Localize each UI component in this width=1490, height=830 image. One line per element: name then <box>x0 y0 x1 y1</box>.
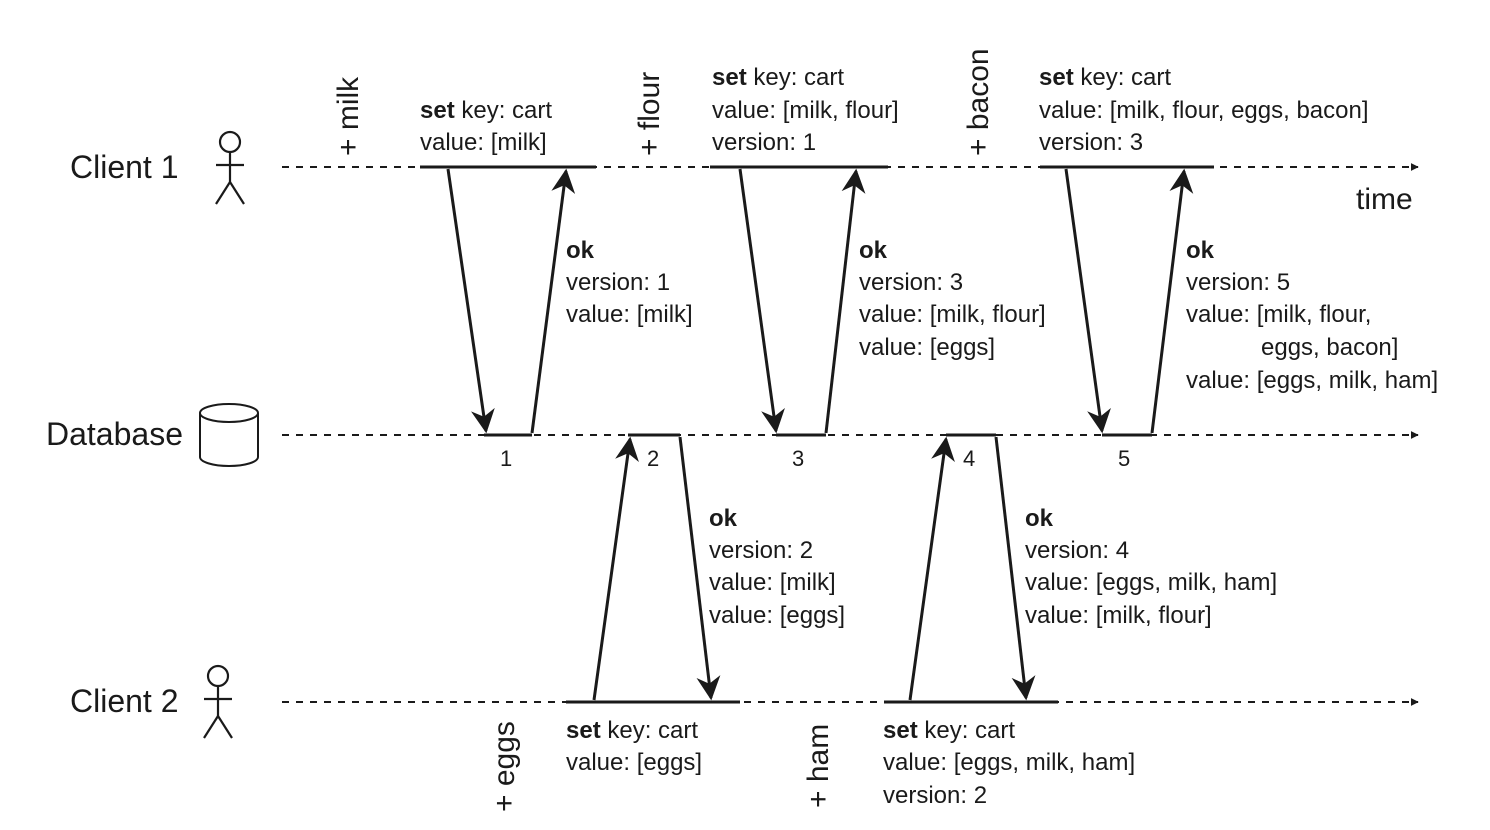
c1-req-2-line3: version: 1 <box>712 129 816 156</box>
resp-5-line1: version: 5 <box>1186 269 1290 296</box>
database-label: Database <box>46 416 183 452</box>
arrow-db-resp-4 <box>994 436 1036 701</box>
db-version-5: 5 <box>1118 446 1130 471</box>
c2-req-2-line2: value: [eggs, milk, ham] <box>883 749 1135 776</box>
arrow-c1-req-2 <box>738 168 785 434</box>
arrow-db-resp-5 <box>1150 168 1194 434</box>
c2-req-2-line1: set key: cart <box>883 717 1015 744</box>
arrow-db-resp-1 <box>530 168 576 434</box>
arrow-db-resp-3 <box>824 168 866 434</box>
c1-req-2-line2: value: [milk, flour] <box>712 97 899 124</box>
arrow-c2-req-2 <box>908 436 955 701</box>
resp-1-line1: version: 1 <box>566 269 670 296</box>
resp-3-line3: value: [eggs] <box>859 334 995 361</box>
event-ham: + ham <box>802 724 835 808</box>
db-version-3: 3 <box>792 446 804 471</box>
c1-req-3-line2: value: [milk, flour, eggs, bacon] <box>1039 97 1369 124</box>
db-version-4: 4 <box>963 446 975 471</box>
arrow-db-resp-2 <box>678 436 721 701</box>
resp-4-ok: ok <box>1025 505 1054 532</box>
c1-req-1-line1: set key: cart <box>420 97 552 124</box>
c1-req-2-line1: set key: cart <box>712 64 844 91</box>
c1-req-1-line2: value: [milk] <box>420 129 547 156</box>
arrow-c1-req-1 <box>446 168 495 434</box>
client2-person-icon <box>203 664 233 739</box>
resp-1-ok: ok <box>566 237 595 264</box>
db-version-1: 1 <box>500 446 512 471</box>
event-eggs: + eggs <box>488 721 521 812</box>
arrow-c2-req-1 <box>592 436 639 701</box>
c2-req-1-line2: value: [eggs] <box>566 749 702 776</box>
c1-req-3-line1: set key: cart <box>1039 64 1171 91</box>
c2-req-1-line1: set key: cart <box>566 717 698 744</box>
resp-5-ok: ok <box>1186 237 1215 264</box>
client1-person-icon <box>215 130 245 205</box>
c1-req-3-line3: version: 3 <box>1039 129 1143 156</box>
resp-4-line3: value: [milk, flour] <box>1025 602 1212 629</box>
c2-req-2-line3: version: 2 <box>883 782 987 809</box>
resp-3-line2: value: [milk, flour] <box>859 301 1046 328</box>
resp-5-line2: value: [milk, flour, <box>1186 301 1371 328</box>
db-version-2: 2 <box>647 446 659 471</box>
arrow-c1-req-3 <box>1064 168 1111 434</box>
event-flour: + flour <box>633 72 666 156</box>
resp-5-line4: value: [eggs, milk, ham] <box>1186 367 1438 394</box>
database-cylinder-icon <box>199 403 259 467</box>
event-bacon: + bacon <box>962 48 995 156</box>
resp-2-line1: version: 2 <box>709 537 813 564</box>
resp-5-line3: eggs, bacon] <box>1261 334 1398 361</box>
resp-2-line3: value: [eggs] <box>709 602 845 629</box>
resp-2-ok: ok <box>709 505 738 532</box>
event-milk: + milk <box>332 76 365 156</box>
resp-2-line2: value: [milk] <box>709 569 836 596</box>
resp-1-line2: value: [milk] <box>566 301 693 328</box>
resp-3-ok: ok <box>859 237 888 264</box>
resp-4-line2: value: [eggs, milk, ham] <box>1025 569 1277 596</box>
client2-label: Client 2 <box>70 683 179 719</box>
client1-label: Client 1 <box>70 149 179 185</box>
time-label: time <box>1356 183 1413 216</box>
resp-3-line1: version: 3 <box>859 269 963 296</box>
resp-4-line1: version: 4 <box>1025 537 1129 564</box>
